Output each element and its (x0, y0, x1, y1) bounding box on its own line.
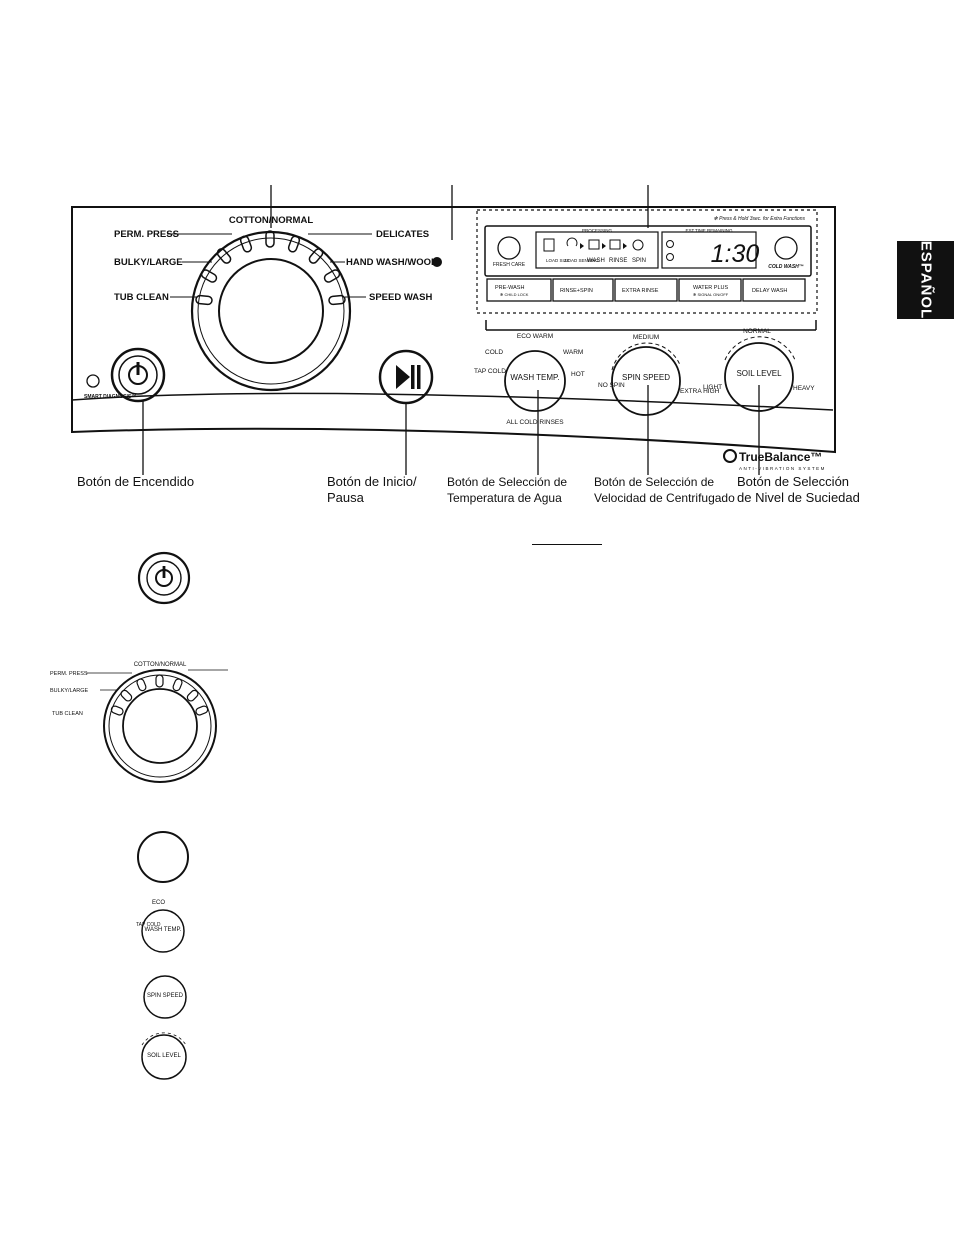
small-perm-label: PERM. PRESS (50, 671, 88, 677)
small-soil-level-knob (141, 1032, 187, 1080)
fresh-care-button (497, 236, 521, 260)
lcd-time-box (661, 231, 757, 269)
small-power-button (137, 551, 191, 605)
load-size-icon (543, 238, 555, 252)
spin-speed-knob (611, 342, 681, 416)
callout-start-line2: Pausa (327, 490, 364, 505)
small-eco-fragment: ECO (152, 900, 165, 906)
cycle-dial (167, 230, 372, 392)
step-wash: WASH (587, 258, 605, 264)
callout-spin-line1: Botón de Selección de (594, 475, 715, 489)
small-tub-label: TUB CLEAN (52, 711, 83, 717)
panel-curve (71, 392, 834, 411)
extra-functions-note: ✻ Press & Hold 3sec. for Extra Functions (714, 216, 806, 222)
callout-temp-line1: Botón de Selección de (447, 475, 568, 489)
small-cotton-label: COTTON/NORMAL (134, 662, 187, 668)
soil-level-knob-label: SOIL LEVEL (736, 369, 782, 378)
small-fresh-care-button (137, 831, 189, 883)
option-child-lock: ✻ CHILD LOCK (500, 292, 529, 297)
soil-normal-label: NORMAL (743, 328, 771, 335)
lcd-steps-box (535, 231, 659, 269)
step-spin: SPIN (632, 258, 646, 264)
cycle-delicates-label: DELICATES (376, 229, 429, 240)
cold-wash-label: COLD WASH™ (768, 264, 804, 270)
smart-diagnosis-icon (86, 374, 100, 388)
fresh-care-label: FRESH CARE (493, 262, 526, 268)
lock-icon (666, 240, 674, 248)
display-dashed-frame (476, 209, 818, 314)
panel-outline (71, 206, 836, 454)
small-tap-label: TAP COLD (136, 922, 161, 928)
language-tab: ESPAÑOL (897, 241, 954, 319)
callout-temp-line2: Temperatura de Agua (447, 491, 562, 505)
spin-extra-label: EXTRA HIGH (680, 388, 720, 395)
load-sensing-icon (566, 237, 578, 247)
option-pre-wash: PRE-WASH (495, 285, 524, 291)
temp-all-cold-label: ALL COLD RINSES (506, 419, 564, 426)
cycle-perm-label: PERM. PRESS (114, 229, 179, 240)
callout-power: Botón de Encendido (77, 474, 195, 489)
step-load-size: LOAD SIZE (546, 258, 570, 263)
section-underline (532, 544, 602, 545)
smart-diagnosis-label: SMART DIAGNOSIS™ (84, 394, 136, 400)
temp-warm-label: WARM (563, 349, 583, 356)
power-button (110, 347, 166, 403)
option-rinse-spin: RINSE+SPIN (560, 288, 593, 294)
cycle-bulky-label: BULKY/LARGE (114, 257, 183, 268)
clock-icon (666, 253, 674, 261)
spin-no-label: NO SPIN (598, 382, 625, 389)
step-rinse: RINSE (609, 258, 627, 264)
temp-tap-label: TAP COLD (474, 368, 506, 375)
spin-speed-knob-label: SPIN SPEED (622, 373, 670, 382)
cold-wash-button (774, 236, 798, 260)
callout-spin-line2: Velocidad de Centrifugado (594, 491, 735, 505)
processing-label: PROCESSING (582, 228, 613, 233)
est-time-label: EST.TIME REMAINING (685, 228, 733, 233)
brand-label: TrueBalance™ (739, 450, 822, 464)
spin-icon (632, 239, 644, 251)
cycle-speed-label: SPEED WASH (369, 292, 432, 303)
small-cycle-dial (86, 669, 228, 783)
callout-soil-line2: de Nivel de Suciedad (737, 490, 860, 505)
small-temp-label: WASH TEMP. (145, 927, 182, 933)
reference-icons: COTTON/NORMAL PERM. PRESS BULKY/LARGE TU… (50, 551, 228, 1080)
temp-cold-label: COLD (485, 349, 503, 356)
play-icon (396, 365, 410, 389)
small-spin-label: SPIN SPEED (147, 993, 184, 999)
pause-icon (411, 365, 415, 389)
small-wash-temp-knob (141, 909, 185, 953)
small-soil-label: SOIL LEVEL (147, 1053, 181, 1059)
display-frame (484, 225, 812, 277)
temp-hot-label: HOT (571, 371, 585, 378)
wash-icon (588, 239, 600, 250)
option-water-plus: WATER PLUS (693, 285, 728, 291)
option-delay-wash: DELAY WASH (752, 288, 787, 294)
soil-light-label: LIGHT (703, 384, 722, 391)
option-extra-rinse: EXTRA RINSE (622, 288, 659, 294)
wash-temp-knob-label: WASH TEMP. (510, 373, 559, 382)
wool-icon (432, 257, 442, 267)
spin-medium-label: MEDIUM (633, 334, 659, 341)
callout-soil-line1: Botón de Selección (737, 474, 850, 489)
wash-temp-knob (504, 350, 566, 412)
time-remaining: 1:30 (711, 240, 760, 268)
control-panel-diagram: COTTON/NORMAL PERM. PRESS BULKY/LARGE TU… (71, 185, 836, 475)
option-signal: ✻ SIGNAL ON/OFF (693, 292, 729, 297)
rinse-icon (609, 239, 621, 250)
step-load-sensing: LOAD SENSING (565, 258, 599, 263)
small-bulky-label: BULKY/LARGE (50, 688, 89, 694)
cycle-hand-label: HAND WASH/WOOL (346, 257, 437, 268)
temp-eco-label: ECO WARM (517, 333, 553, 340)
cycle-tub-label: TUB CLEAN (114, 292, 169, 303)
soil-heavy-label: HEAVY (793, 385, 815, 392)
callout-start-line1: Botón de Inicio/ (327, 474, 417, 489)
truebalance-logo-icon (723, 449, 737, 463)
brand-sub-label: ANTI-VIBRATION SYSTEM (739, 466, 826, 471)
cycle-cotton-label: COTTON/NORMAL (229, 215, 313, 226)
small-spin-speed-knob (143, 975, 187, 1019)
option-buttons (486, 278, 806, 302)
